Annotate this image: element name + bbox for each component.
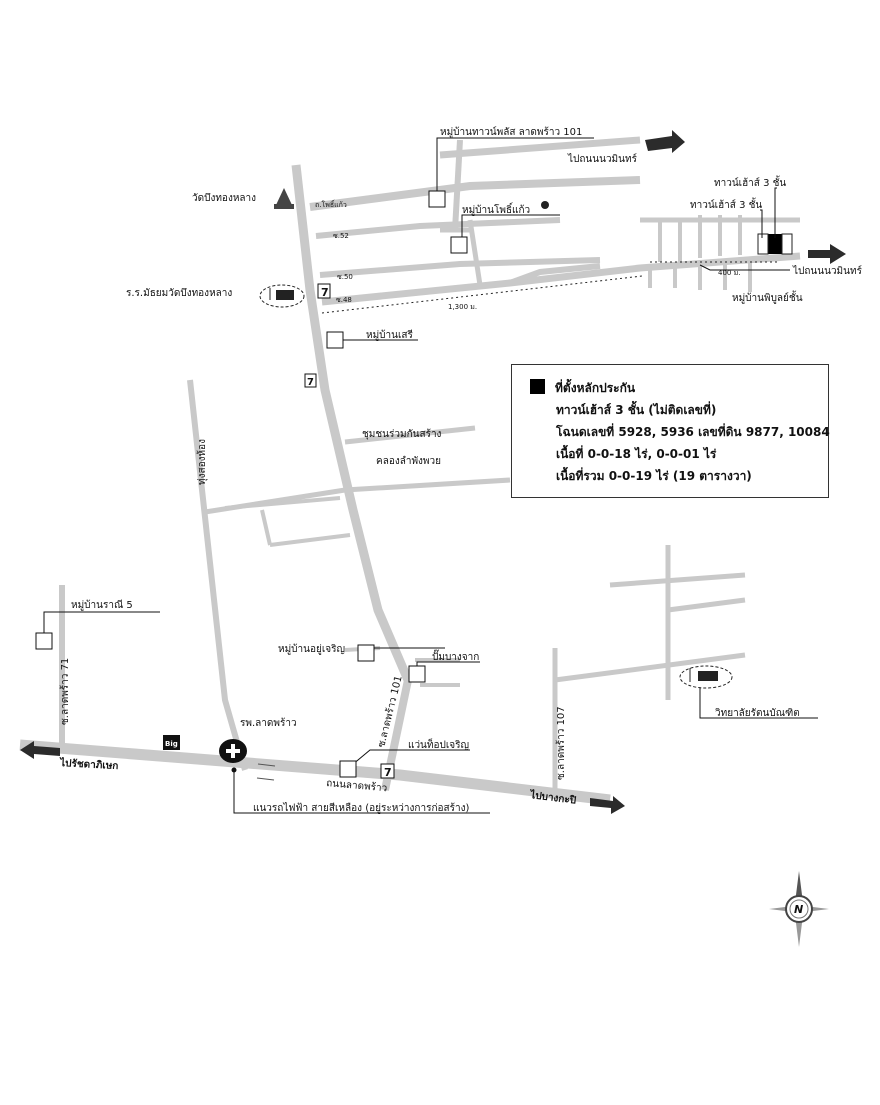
legend-title: ที่ตั้งหลักประกัน bbox=[555, 381, 636, 395]
label-monorail: แนวรถไฟฟ้า สายสีเหลือง (อยู่ระหว่างการก่… bbox=[253, 802, 469, 814]
marker-bangchak bbox=[408, 665, 426, 683]
college-icon bbox=[679, 665, 733, 689]
label-to-ratchada: ไปรัชดาภิเษก bbox=[59, 756, 119, 772]
legend-box: ที่ตั้งหลักประกัน ทาวน์เฮ้าส์ 3 ชั้น (ไม… bbox=[511, 364, 830, 498]
label-waen-top: แว่นท็อปเจริญ bbox=[408, 737, 469, 751]
legend-line-4: เนื้อที่รวม 0-0-19 ไร่ (19 ตารางวา) bbox=[556, 469, 752, 483]
marker-waen-top bbox=[339, 760, 357, 778]
label-chumchon: ชุมชนร่วมกันสร้าง bbox=[362, 428, 442, 440]
label-soi-48: ซ.48 bbox=[336, 296, 352, 304]
subject-property-marker bbox=[768, 234, 782, 254]
distance-lines bbox=[321, 261, 780, 314]
label-rani: หมู่บ้านราณี 5 bbox=[71, 599, 133, 611]
label-seven-3: 7 bbox=[384, 766, 392, 779]
monorail-marker bbox=[256, 763, 276, 781]
label-yu-charoen: หมู่บ้านอยู่เจริญ bbox=[278, 643, 345, 655]
legend-subject-swatch bbox=[530, 379, 545, 394]
compass-north-letter: N bbox=[794, 903, 803, 916]
legend-line-1: ทาวน์เฮ้าส์ 3 ชั้น (ไม่ติดเลขที่) bbox=[556, 403, 717, 417]
road-soi-50 bbox=[319, 257, 601, 278]
marker-rani bbox=[35, 632, 53, 650]
compass-rose: N bbox=[769, 871, 829, 947]
label-phosi-kaeo: หมู่บ้านโพธิ์แก้ว bbox=[462, 202, 530, 216]
label-lat-phrao: ถนนลาดพร้าว bbox=[326, 777, 388, 794]
arrow-to-nawamin-right bbox=[808, 244, 846, 264]
marker-yu-charoen bbox=[357, 644, 375, 662]
school-icon bbox=[259, 284, 305, 308]
marker-phosi-kaeo bbox=[450, 236, 468, 254]
label-to-nawamin-right: ไปถนนนวมินทร์ bbox=[792, 265, 863, 277]
label-soi-52: ซ.52 bbox=[333, 232, 349, 240]
road-main-ns bbox=[291, 164, 413, 682]
label-hospital: รพ.ลาดพร้าว bbox=[240, 717, 297, 729]
arrow-to-nawamin-top bbox=[645, 130, 685, 153]
label-seri: หมู่บ้านเสรี bbox=[366, 329, 414, 341]
label-seven-2: 7 bbox=[307, 377, 314, 388]
distance-line-1300 bbox=[321, 275, 643, 314]
label-soi-107: ซ.ลาดพร้าว 107 bbox=[555, 706, 567, 780]
label-town-plus: หมู่บ้านทาวน์พลัส ลาดพร้าว 101 bbox=[440, 126, 582, 138]
label-townhouse-b: ทาวน์เฮ้าส์ 3 ชั้น bbox=[690, 197, 762, 211]
label-soi-71: ซ.ลาดพร้าว 71 bbox=[59, 658, 71, 725]
label-to-nawamin-top: ไปถนนนวมินทร์ bbox=[567, 153, 638, 165]
road-left-vertical bbox=[187, 379, 248, 771]
marker-town-plus bbox=[428, 190, 446, 208]
label-wat: วัดบึงทองหลาง bbox=[192, 192, 256, 204]
hospital-icon bbox=[219, 739, 247, 773]
seven-eleven-icons bbox=[304, 283, 395, 779]
label-soi-50: ซ.50 bbox=[337, 273, 353, 281]
legend-line-2: โฉนดเลขที่ 5928, 5936 เลขที่ดิน 9877, 10… bbox=[556, 425, 830, 439]
label-400m: 400 ม. bbox=[718, 269, 740, 277]
label-1300m: 1,300 ม. bbox=[448, 303, 477, 311]
big-c-logo bbox=[163, 735, 180, 750]
road-top-branch bbox=[439, 136, 641, 159]
arrow-to-bangkapi bbox=[590, 796, 625, 814]
label-phibun: หมู่บ้านพิบูลย์ชั้น bbox=[732, 290, 803, 304]
label-khlong: คลองลำพังพวย bbox=[376, 456, 441, 467]
marker-boxes bbox=[35, 190, 468, 778]
temple-icon bbox=[274, 188, 294, 209]
road-soi-52 bbox=[315, 217, 561, 239]
label-seven-1: 7 bbox=[321, 286, 329, 299]
label-big-c: Big bbox=[165, 740, 178, 748]
label-bangchak: ปั๊มบางจาก bbox=[432, 649, 479, 663]
road-lat-phrao bbox=[19, 739, 611, 806]
label-school: ร.ร.มัธยมวัดบึงทองหลาง bbox=[126, 287, 232, 299]
legend-title-row: ที่ตั้งหลักประกัน bbox=[530, 377, 816, 399]
legend-line-3: เนื้อที่ 0-0-18 ไร่, 0-0-01 ไร่ bbox=[556, 447, 717, 461]
marker-seri bbox=[326, 331, 344, 349]
label-soi-phosi-kaeo: ถ.โพธิ์แก้ว bbox=[315, 199, 347, 209]
label-townhouse-a: ทาวน์เฮ้าส์ 3 ชั้น bbox=[714, 175, 786, 189]
road-phosi-kaeo bbox=[309, 176, 641, 211]
label-college: วิทยาลัยรัตนบัณฑิต bbox=[715, 708, 800, 719]
arrow-to-ratchada bbox=[20, 741, 60, 759]
direction-arrows bbox=[20, 130, 846, 814]
label-thung-song-hong: ทุ่งสองห้อง bbox=[196, 439, 208, 485]
